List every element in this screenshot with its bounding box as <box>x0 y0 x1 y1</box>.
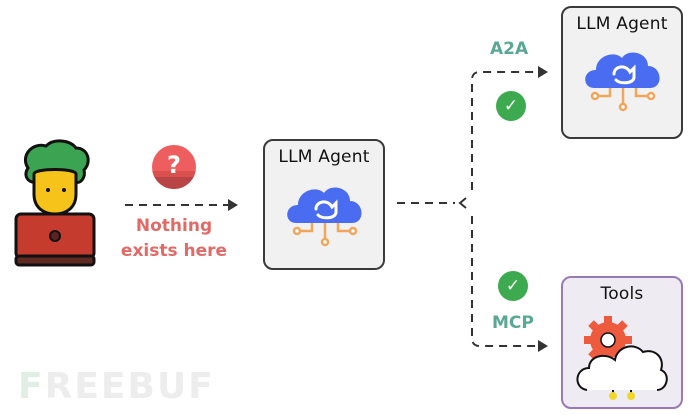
mcp-check-badge: ✓ <box>498 271 528 301</box>
tools-box: Tools <box>561 276 683 409</box>
a2a-label: A2A <box>490 39 529 59</box>
watermark: FREEBUF <box>18 366 215 407</box>
deepseek-cloud-icon <box>585 52 660 112</box>
nothing-label-line2: exists here <box>120 241 228 261</box>
watermark-text: REEBUF <box>44 366 215 407</box>
nothing-label-line1: Nothing <box>135 216 213 236</box>
center-llm-agent-box: LLM Agent <box>263 139 385 270</box>
a2a-check-badge: ✓ <box>496 91 526 121</box>
check-icon: ✓ <box>505 276 521 296</box>
top-agent-title: LLM Agent <box>576 14 668 34</box>
mcp-label: MCP <box>492 313 534 333</box>
question-badge: ? <box>152 145 196 189</box>
top-llm-agent-box: LLM Agent <box>561 6 683 139</box>
check-icon: ✓ <box>503 96 519 116</box>
deepseek-cloud-icon <box>287 187 362 247</box>
center-agent-title: LLM Agent <box>278 147 370 167</box>
question-mark-icon: ? <box>167 151 181 179</box>
gear-cloud-icon <box>576 316 668 400</box>
person-at-laptop-icon <box>14 139 96 267</box>
nothing-exists-label: Nothing exists here <box>108 214 240 264</box>
watermark-prefix: F <box>18 366 45 407</box>
tools-title: Tools <box>600 284 644 304</box>
